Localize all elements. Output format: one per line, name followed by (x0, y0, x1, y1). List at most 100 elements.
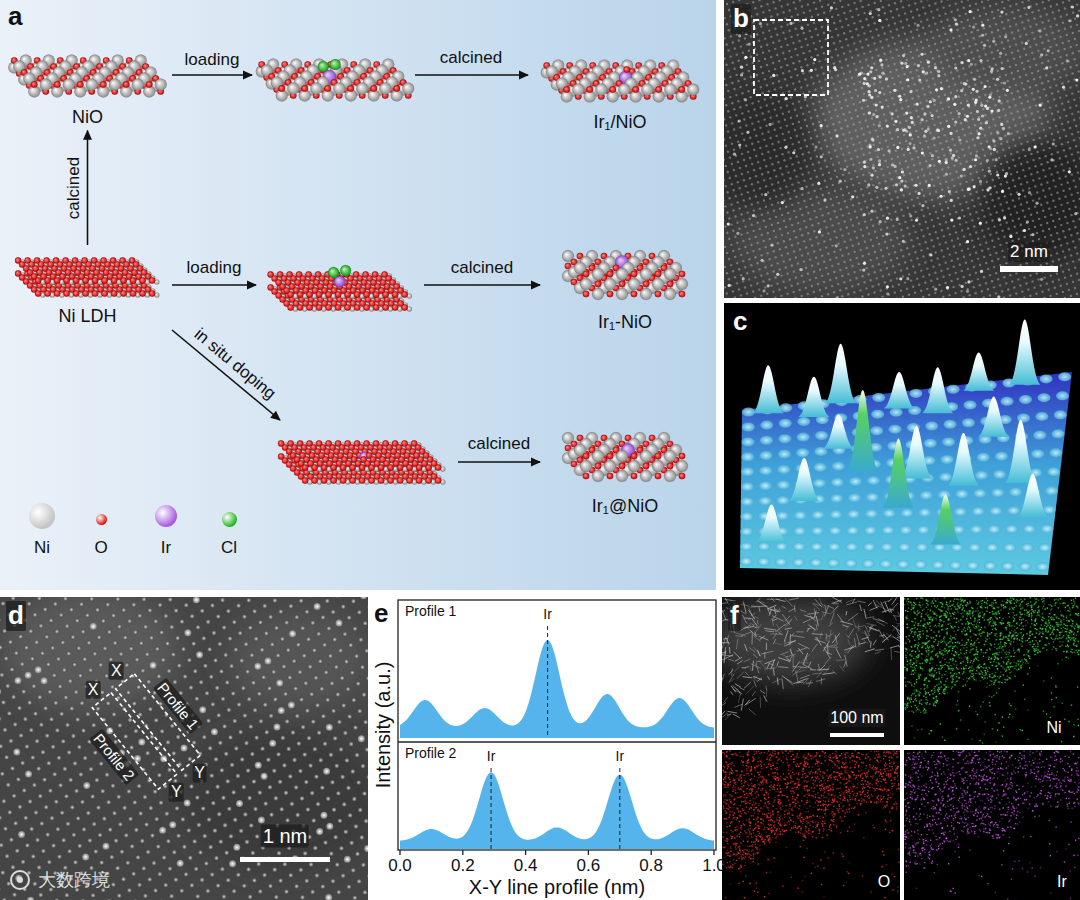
art-circle (807, 273, 809, 275)
art-circle (873, 123, 875, 125)
art-circle (733, 149, 735, 151)
art-circle (952, 57, 954, 59)
art-circle (952, 118, 954, 120)
art-circle (832, 123, 834, 125)
art-circle (993, 205, 995, 207)
art-circle (948, 106, 950, 108)
art-circle (852, 204, 854, 206)
art-circle (841, 87, 843, 89)
art-circle (770, 15, 772, 17)
art-circle (742, 219, 744, 221)
art-circle (860, 228, 862, 230)
art-circle (840, 107, 842, 109)
art-circle (774, 68, 776, 70)
art-circle (964, 94, 966, 96)
art-circle (858, 162, 860, 164)
art-circle (815, 7, 817, 9)
art-circle (850, 198, 852, 200)
art-circle (787, 232, 789, 234)
art-circle (727, 151, 729, 153)
art-circle (794, 129, 796, 131)
art-circle (955, 251, 957, 253)
art-circle (879, 101, 881, 103)
art-circle (915, 150, 917, 152)
art-circle (913, 83, 915, 85)
art-circle (920, 249, 922, 251)
art-circle (909, 71, 911, 73)
art-circle (790, 36, 792, 38)
art-circle (786, 125, 788, 127)
art-circle (985, 221, 987, 223)
art-circle (777, 181, 779, 183)
art-circle (930, 91, 932, 93)
art-circle (815, 28, 817, 30)
art-circle (954, 124, 956, 126)
art-circle (903, 113, 905, 115)
art-circle (880, 188, 882, 190)
art-circle (750, 224, 752, 226)
art-circle (757, 181, 759, 183)
art-circle (898, 223, 900, 225)
art-circle (958, 136, 960, 138)
art-circle (848, 151, 850, 153)
art-circle (825, 287, 827, 289)
art-circle (918, 223, 920, 225)
art-circle (969, 294, 971, 296)
art-circle (923, 174, 925, 176)
art-circle (862, 194, 864, 196)
art-circle (917, 116, 919, 118)
art-circle (920, 61, 922, 63)
art-circle (788, 279, 790, 281)
art-circle (934, 104, 936, 106)
art-circle (912, 37, 914, 39)
art-circle (833, 42, 835, 44)
art-circle (950, 71, 952, 73)
art-circle (1011, 280, 1013, 282)
art-circle (803, 260, 805, 262)
art-circle (888, 172, 890, 174)
art-circle (905, 99, 907, 101)
art-circle (774, 27, 776, 29)
art-circle (955, 170, 957, 172)
art-circle (736, 201, 738, 203)
art-circle (828, 111, 830, 113)
art-circle (881, 87, 883, 89)
art-circle (876, 176, 878, 178)
art-circle (924, 53, 926, 55)
art-circle (951, 239, 953, 241)
art-circle (813, 291, 815, 293)
art-circle (935, 150, 937, 152)
art-circle (1005, 282, 1007, 284)
art-circle (851, 36, 853, 38)
art-circle (833, 230, 835, 232)
art-circle (942, 27, 944, 29)
art-circle (805, 287, 807, 289)
art-circle (1007, 228, 1009, 230)
art-circle (930, 31, 932, 33)
art-circle (903, 73, 905, 75)
art-circle (941, 189, 943, 191)
art-circle (937, 237, 939, 239)
art-circle (837, 242, 839, 244)
art-circle (759, 167, 761, 169)
art-circle (861, 6, 863, 8)
art-circle (929, 213, 931, 215)
art-circle (747, 90, 749, 92)
art-circle (887, 65, 889, 67)
art-circle (732, 290, 734, 292)
art-circle (942, 276, 944, 278)
art-circle (790, 96, 792, 98)
art-circle (934, 23, 936, 25)
art-circle (751, 143, 753, 145)
art-circle (927, 146, 929, 148)
art-circle (735, 94, 737, 96)
art-circle (951, 179, 953, 181)
art-circle (892, 204, 894, 206)
art-circle (768, 50, 770, 52)
art-circle (763, 199, 765, 201)
art-circle (857, 115, 859, 117)
art-circle (945, 140, 947, 142)
art-circle (886, 227, 888, 229)
art-circle (878, 263, 880, 265)
art-circle (732, 250, 734, 252)
